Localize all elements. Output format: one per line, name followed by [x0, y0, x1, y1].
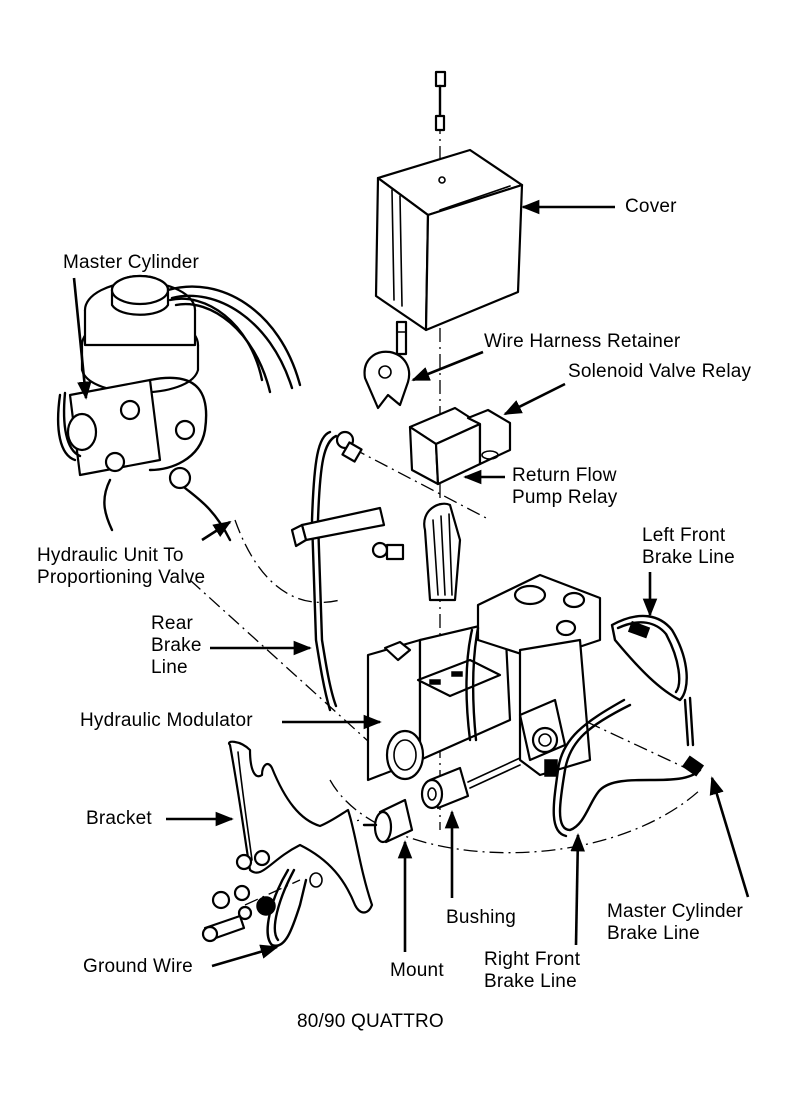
label-mount: Mount: [390, 960, 444, 981]
curved-brake-lines: [166, 285, 302, 394]
screw: [434, 70, 447, 132]
label-master-cylinder: Master Cylinder: [63, 252, 200, 273]
hydraulic-modulator-part: [366, 573, 602, 782]
label-ground-wire: Ground Wire: [83, 956, 193, 977]
master-cylinder-part: [56, 274, 232, 542]
small-screw: [395, 320, 408, 356]
hardware: [201, 849, 276, 943]
right-front-brake-line-part: [544, 698, 705, 838]
label-hydraulic-modulator: Hydraulic Modulator: [80, 710, 253, 731]
proportioning-connector: [290, 506, 405, 561]
bracket-part: [227, 740, 374, 914]
bushing-part: [420, 757, 521, 810]
left-front-brake-line-part: [610, 614, 695, 747]
label-left-front-brake-line: Left Front Brake Line: [642, 525, 735, 568]
label-solenoid-valve-relay: Solenoid Valve Relay: [568, 361, 752, 382]
label-right-front-brake-line: Right Front Brake Line: [484, 949, 581, 992]
rear-brake-line-part: [310, 430, 363, 712]
leader-arrows: [72, 199, 750, 968]
label-bracket: Bracket: [86, 808, 152, 829]
label-rear-brake-line: Rear Brake Line: [151, 613, 202, 678]
label-return-flow-pump-relay: Return Flow Pump Relay: [512, 465, 618, 508]
label-hydraulic-unit-to-proportioning-valve: Hydraulic Unit To Proportioning Valve: [37, 545, 206, 588]
mount-part: [362, 798, 414, 844]
label-wire-harness-retainer: Wire Harness Retainer: [484, 331, 681, 352]
wire-harness-retainer-part: [363, 350, 411, 410]
solenoid-valve-relay-part: [408, 406, 512, 486]
label-master-cylinder-brake-line: Master Cylinder Brake Line: [607, 901, 744, 944]
wiring-connector: [423, 502, 462, 602]
diagram-caption: 80/90 QUATTRO: [297, 1011, 444, 1032]
label-bushing: Bushing: [446, 907, 517, 928]
cover-part: [374, 148, 524, 332]
label-cover: Cover: [625, 196, 677, 217]
